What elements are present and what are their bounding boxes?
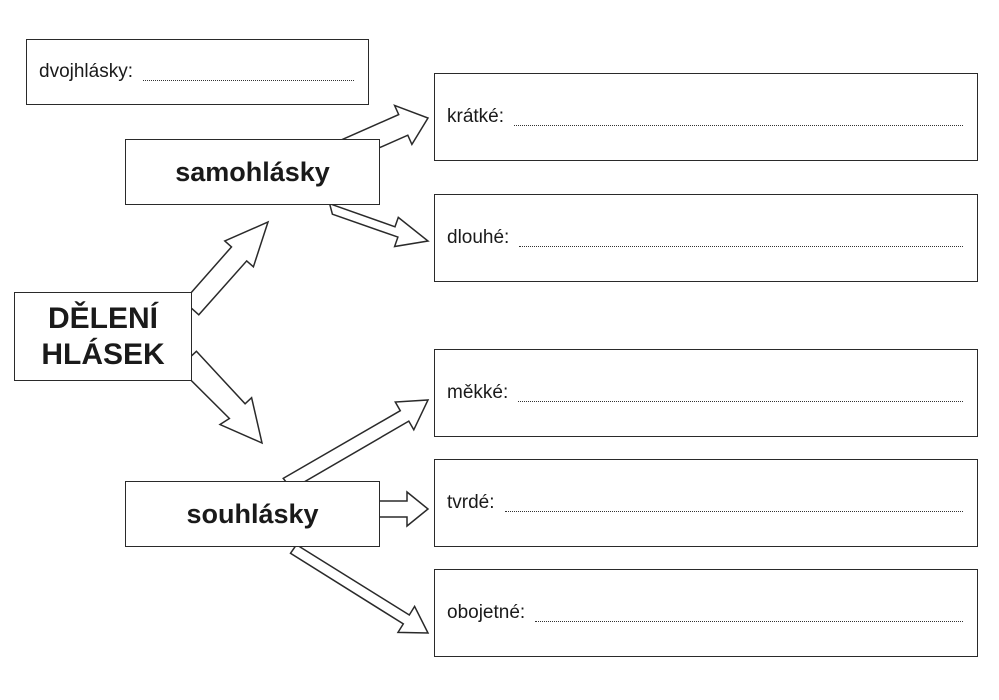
root-box: DĚLENÍ HLÁSEK [14, 292, 192, 381]
arrow-vowels-to-long [328, 202, 430, 248]
long-vowels-label: dlouhé: [447, 227, 510, 248]
vowels-label: samohlásky [175, 156, 330, 187]
ambiguous-consonants-answer-line [535, 620, 963, 622]
arrow-consonants-to-soft [282, 399, 430, 491]
root-title-line1: DĚLENÍ [47, 301, 158, 335]
arrow-root-to-vowels [182, 220, 270, 316]
long-vowels-box: dlouhé: [434, 194, 978, 282]
hard-consonants-box: tvrdé: [434, 459, 978, 547]
short-vowels-answer-line [514, 124, 963, 126]
arrow-consonants-to-ambiguous [289, 543, 430, 634]
short-vowels-box: krátké: [434, 73, 978, 161]
long-vowels-answer-line [519, 245, 963, 247]
soft-consonants-box: měkké: [434, 349, 978, 437]
hard-consonants-answer-line [504, 510, 963, 512]
consonants-label: souhlásky [186, 498, 319, 529]
diphthongs-box: dvojhlásky: [26, 39, 369, 105]
soft-consonants-answer-line [518, 400, 963, 402]
short-vowels-label: krátké: [447, 106, 505, 127]
diphthongs-label: dvojhlásky: [39, 61, 133, 82]
ambiguous-consonants-label: obojetné: [447, 602, 526, 623]
consonants-box: souhlásky [125, 481, 380, 547]
ambiguous-consonants-box: obojetné: [434, 569, 978, 657]
diphthongs-answer-line [143, 79, 354, 81]
hard-consonants-label: tvrdé: [447, 492, 495, 513]
arrow-consonants-to-hard [377, 490, 430, 528]
root-title-line2: HLÁSEK [41, 337, 165, 371]
soft-consonants-label: měkké: [447, 382, 509, 403]
vowels-box: samohlásky [125, 139, 380, 205]
